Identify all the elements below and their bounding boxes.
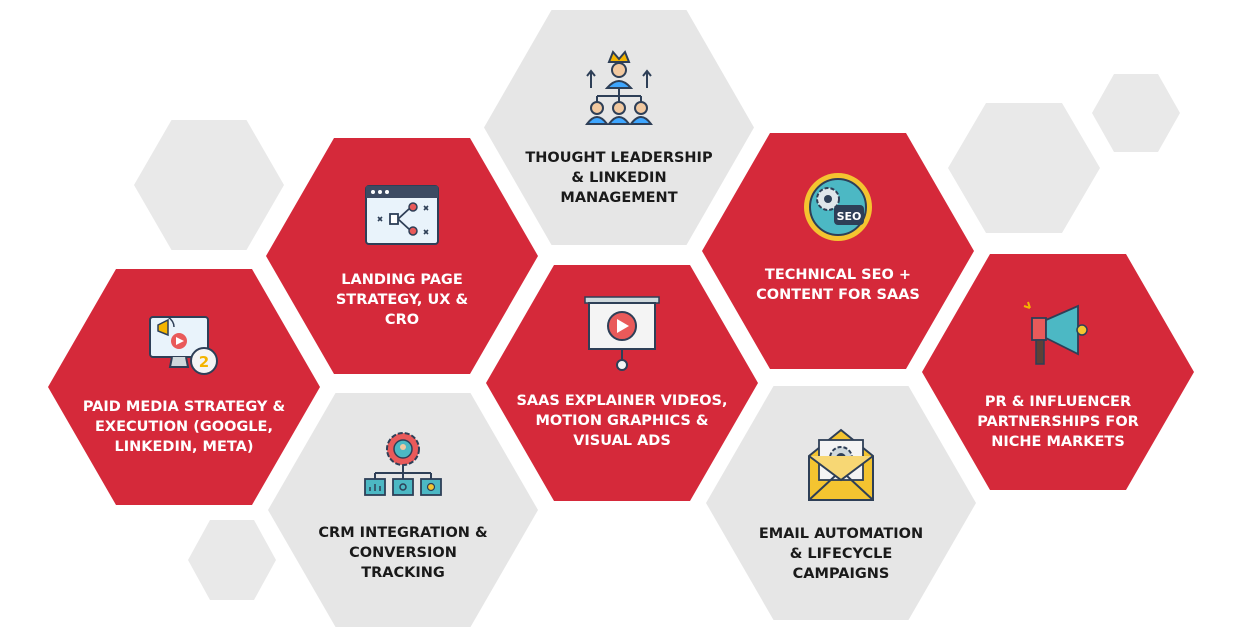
decorative-hexagon: [948, 103, 1100, 233]
service-hexagon-email-automation: Email Automation & Lifecycle Campaigns: [706, 386, 976, 620]
service-label: Paid Media Strategy & Execution (Google,…: [82, 399, 286, 455]
email-envelope-gear-icon: [808, 428, 874, 501]
service-label: CRM Integration & Conversion Tracking: [318, 525, 488, 581]
service-label: Technical SEO + Content for SaaS: [756, 267, 920, 303]
decorative-hexagon: [1092, 74, 1180, 152]
service-hexagon-landing-page: Landing Page Strategy, UX & CRO: [266, 138, 538, 374]
service-label: Thought Leadership & LinkedIn Management: [525, 150, 713, 206]
service-label: Email Automation & Lifecycle Campaigns: [758, 526, 924, 582]
decorative-hexagon: [134, 120, 284, 250]
video-presentation-icon: [584, 296, 660, 371]
megaphone-icon: [1023, 301, 1088, 365]
landing-page-flow-icon: [365, 185, 439, 245]
service-label: Landing Page Strategy, UX & CRO: [335, 272, 469, 328]
service-hexagon-paid-media: 2 Paid Media Strategy & Execution (Googl…: [48, 269, 320, 505]
crm-gear-network-icon: [364, 432, 442, 496]
svg-text:2: 2: [199, 353, 209, 371]
service-hexagon-crm-integration: CRM Integration & Conversion Tracking: [268, 393, 538, 627]
leadership-team-icon: [585, 50, 653, 125]
decorative-hexagon: [188, 520, 276, 600]
service-hexagon-pr-influencer: PR & Influencer Partnerships for Niche M…: [922, 254, 1194, 490]
seo-gear-icon: SEO: [804, 173, 872, 241]
svg-text:SEO: SEO: [837, 210, 862, 223]
service-label: SaaS Explainer Videos, Motion Graphics &…: [516, 393, 728, 449]
paid-media-monitor-icon: 2: [149, 316, 218, 375]
service-hexagon-explainer-videos: SaaS Explainer Videos, Motion Graphics &…: [486, 265, 758, 501]
service-hexagon-technical-seo: SEO Technical SEO + Content for SaaS: [702, 133, 974, 369]
service-label: PR & Influencer Partnerships for Niche M…: [977, 394, 1139, 450]
service-hexagon-thought-leadership: Thought Leadership & LinkedIn Management: [484, 10, 754, 245]
